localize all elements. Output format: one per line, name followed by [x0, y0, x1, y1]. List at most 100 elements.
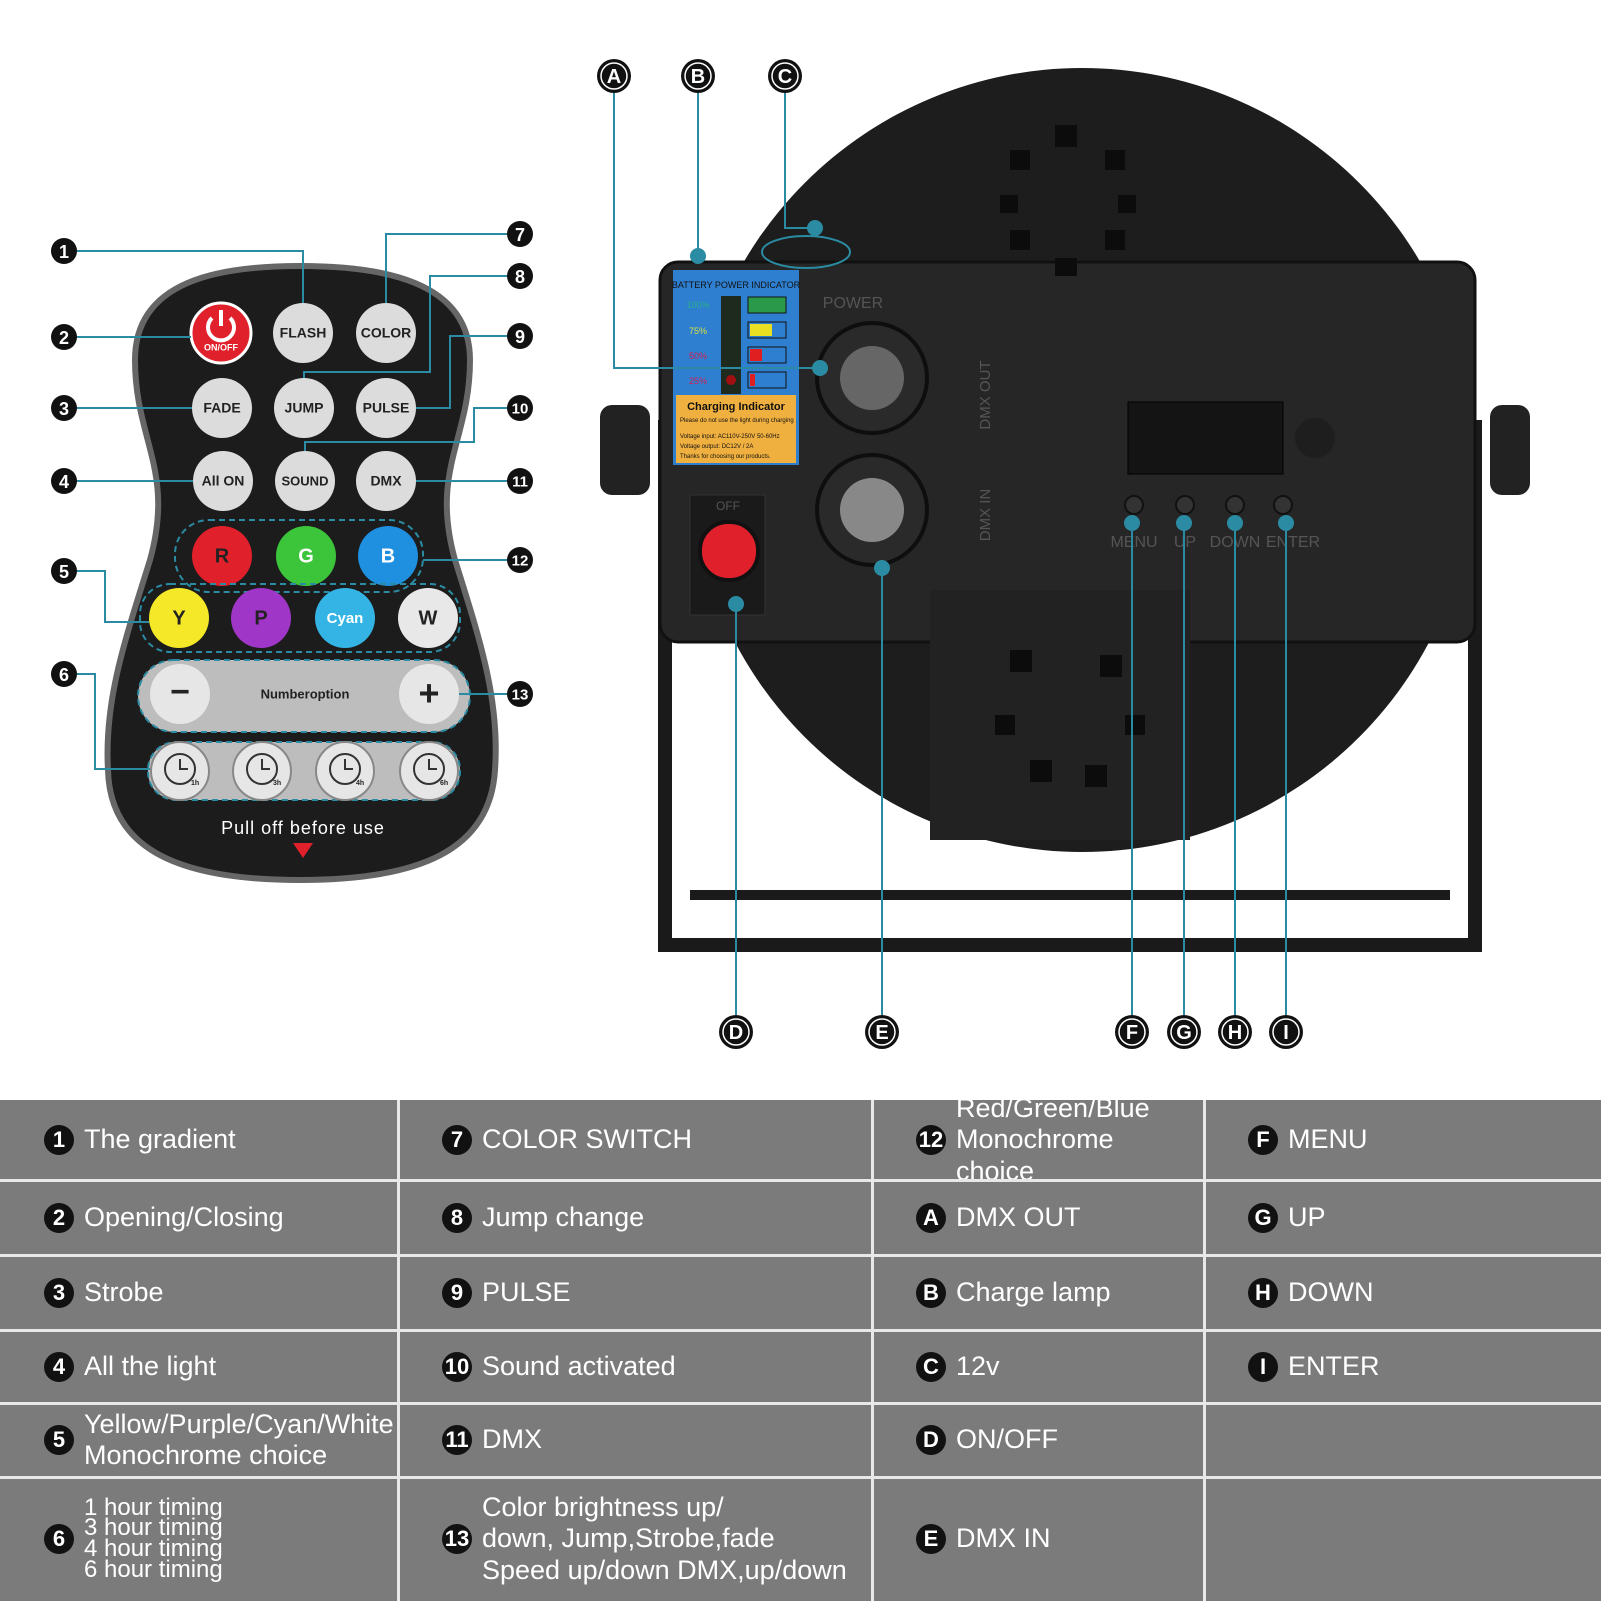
- legend-text: 1 hour timing 3 hour timing 4 hour timin…: [84, 1493, 223, 1583]
- legend-badge: A: [916, 1202, 946, 1233]
- remote-control: ON/OFF FLASH COLOR FADE JUMP PULSE All O…: [104, 262, 499, 884]
- control-button-down[interactable]: [1225, 495, 1245, 515]
- legend-text: Sound activated: [482, 1350, 676, 1381]
- sound-button[interactable]: [275, 451, 335, 511]
- fade-button[interactable]: [192, 378, 252, 438]
- flash-button[interactable]: [273, 303, 333, 363]
- battery-label-title: BATTERY POWER INDICATOR: [672, 280, 801, 290]
- left-knob[interactable]: [600, 405, 650, 495]
- timer-button-1h[interactable]: 1h: [150, 741, 210, 801]
- legend-text: UP: [1288, 1201, 1326, 1232]
- legend-badge: 2: [44, 1202, 74, 1233]
- legend-text: ENTER: [1288, 1350, 1380, 1381]
- cyan-button[interactable]: [315, 588, 375, 648]
- timer-bar: [147, 741, 461, 801]
- remote-callout-lines: [76, 233, 508, 770]
- minus-button[interactable]: [150, 664, 210, 724]
- table-divider: [1203, 1100, 1206, 1601]
- legend-badge: E: [916, 1524, 946, 1554]
- callout-marker: [1218, 1015, 1252, 1049]
- legend-cell: 12 Red/Green/Blue Monochrome choice: [916, 1093, 1198, 1186]
- dmx-button[interactable]: [356, 451, 416, 511]
- all-on-button[interactable]: [193, 451, 253, 511]
- power-switch[interactable]: [698, 520, 760, 582]
- callout-marker: [1115, 1015, 1149, 1049]
- callout-marker: [51, 468, 77, 494]
- table-divider: [0, 1476, 1601, 1479]
- power-label: ON/OFF: [204, 342, 238, 352]
- callout-number: 7: [515, 225, 525, 245]
- legend-text: DMX IN: [956, 1523, 1051, 1554]
- legend-cell: E DMX IN: [916, 1477, 1198, 1601]
- control-button-menu[interactable]: [1124, 495, 1144, 515]
- blue-button[interactable]: [358, 526, 418, 586]
- legend-badge: 12: [916, 1125, 946, 1155]
- ypcw-group-outline: [139, 583, 461, 653]
- callout-letter: F: [1126, 1022, 1138, 1044]
- pull-tab-label: Pull off before use: [221, 818, 385, 838]
- legend-badge: 4: [44, 1351, 74, 1382]
- pull-arrow-icon: [293, 843, 313, 858]
- dmx-label: DMX: [370, 473, 402, 489]
- clock-icon: [164, 753, 196, 785]
- timer-label: 1h: [191, 780, 199, 787]
- callout-marker: [507, 323, 533, 349]
- green-button[interactable]: [276, 526, 336, 586]
- purple-button[interactable]: [231, 588, 291, 648]
- callout-marker: [507, 547, 533, 573]
- red-label: R: [215, 545, 230, 567]
- callout-marker: [51, 395, 77, 421]
- white-button[interactable]: [398, 588, 458, 648]
- right-knob[interactable]: [1490, 405, 1530, 495]
- legend-badge: 1: [44, 1125, 74, 1155]
- timer-button-4h[interactable]: 4h: [315, 741, 375, 801]
- callout-number: 12: [512, 553, 529, 570]
- callout-letter: E: [875, 1022, 888, 1044]
- color-button[interactable]: [356, 303, 416, 363]
- led-display: [1127, 401, 1284, 475]
- charging-text-2: Voltage input: AC110V-250V 50-60Hz: [680, 434, 780, 440]
- charging-title: Charging Indicator: [687, 401, 786, 413]
- timer-button-3h[interactable]: 3h: [232, 741, 292, 801]
- callout-marker: [681, 59, 715, 93]
- legend-cell: 4 All the light: [44, 1330, 392, 1403]
- legend-text: Red/Green/Blue Monochrome choice: [956, 1093, 1150, 1186]
- table-divider: [0, 1329, 1601, 1332]
- jump-button[interactable]: [274, 378, 334, 438]
- plus-button[interactable]: [399, 664, 459, 724]
- control-button-up[interactable]: [1175, 495, 1195, 515]
- timer-button-6h[interactable]: 6h: [399, 741, 459, 801]
- yellow-button[interactable]: [149, 588, 209, 648]
- legend-badge: D: [916, 1425, 946, 1455]
- level-50: 50%: [689, 351, 707, 361]
- control-button-enter[interactable]: [1273, 495, 1293, 515]
- dmx-in-label: DMX IN: [977, 489, 994, 542]
- power-button[interactable]: [189, 301, 253, 365]
- red-button[interactable]: [192, 526, 252, 586]
- pulse-button[interactable]: [356, 378, 416, 438]
- legend-text: ON/OFF: [956, 1424, 1058, 1455]
- blue-label: B: [381, 545, 395, 567]
- legend-badge: C: [916, 1351, 946, 1382]
- clock-icon: [246, 753, 278, 785]
- legend-text: All the light: [84, 1350, 217, 1381]
- legend-badge: F: [1248, 1125, 1278, 1155]
- charging-text-4: Thanks for choosing our products.: [680, 454, 771, 460]
- callout-marker: [51, 238, 77, 264]
- callout-dots: [690, 220, 1294, 612]
- control-label: MENU: [1110, 534, 1157, 551]
- level-25: 25%: [689, 376, 707, 386]
- callout-letter: B: [691, 66, 705, 88]
- flash-label: FLASH: [280, 325, 327, 341]
- light-callout-lines: [613, 90, 1287, 1018]
- legend-text: COLOR SWITCH: [482, 1124, 693, 1155]
- callout-number: 5: [59, 562, 69, 582]
